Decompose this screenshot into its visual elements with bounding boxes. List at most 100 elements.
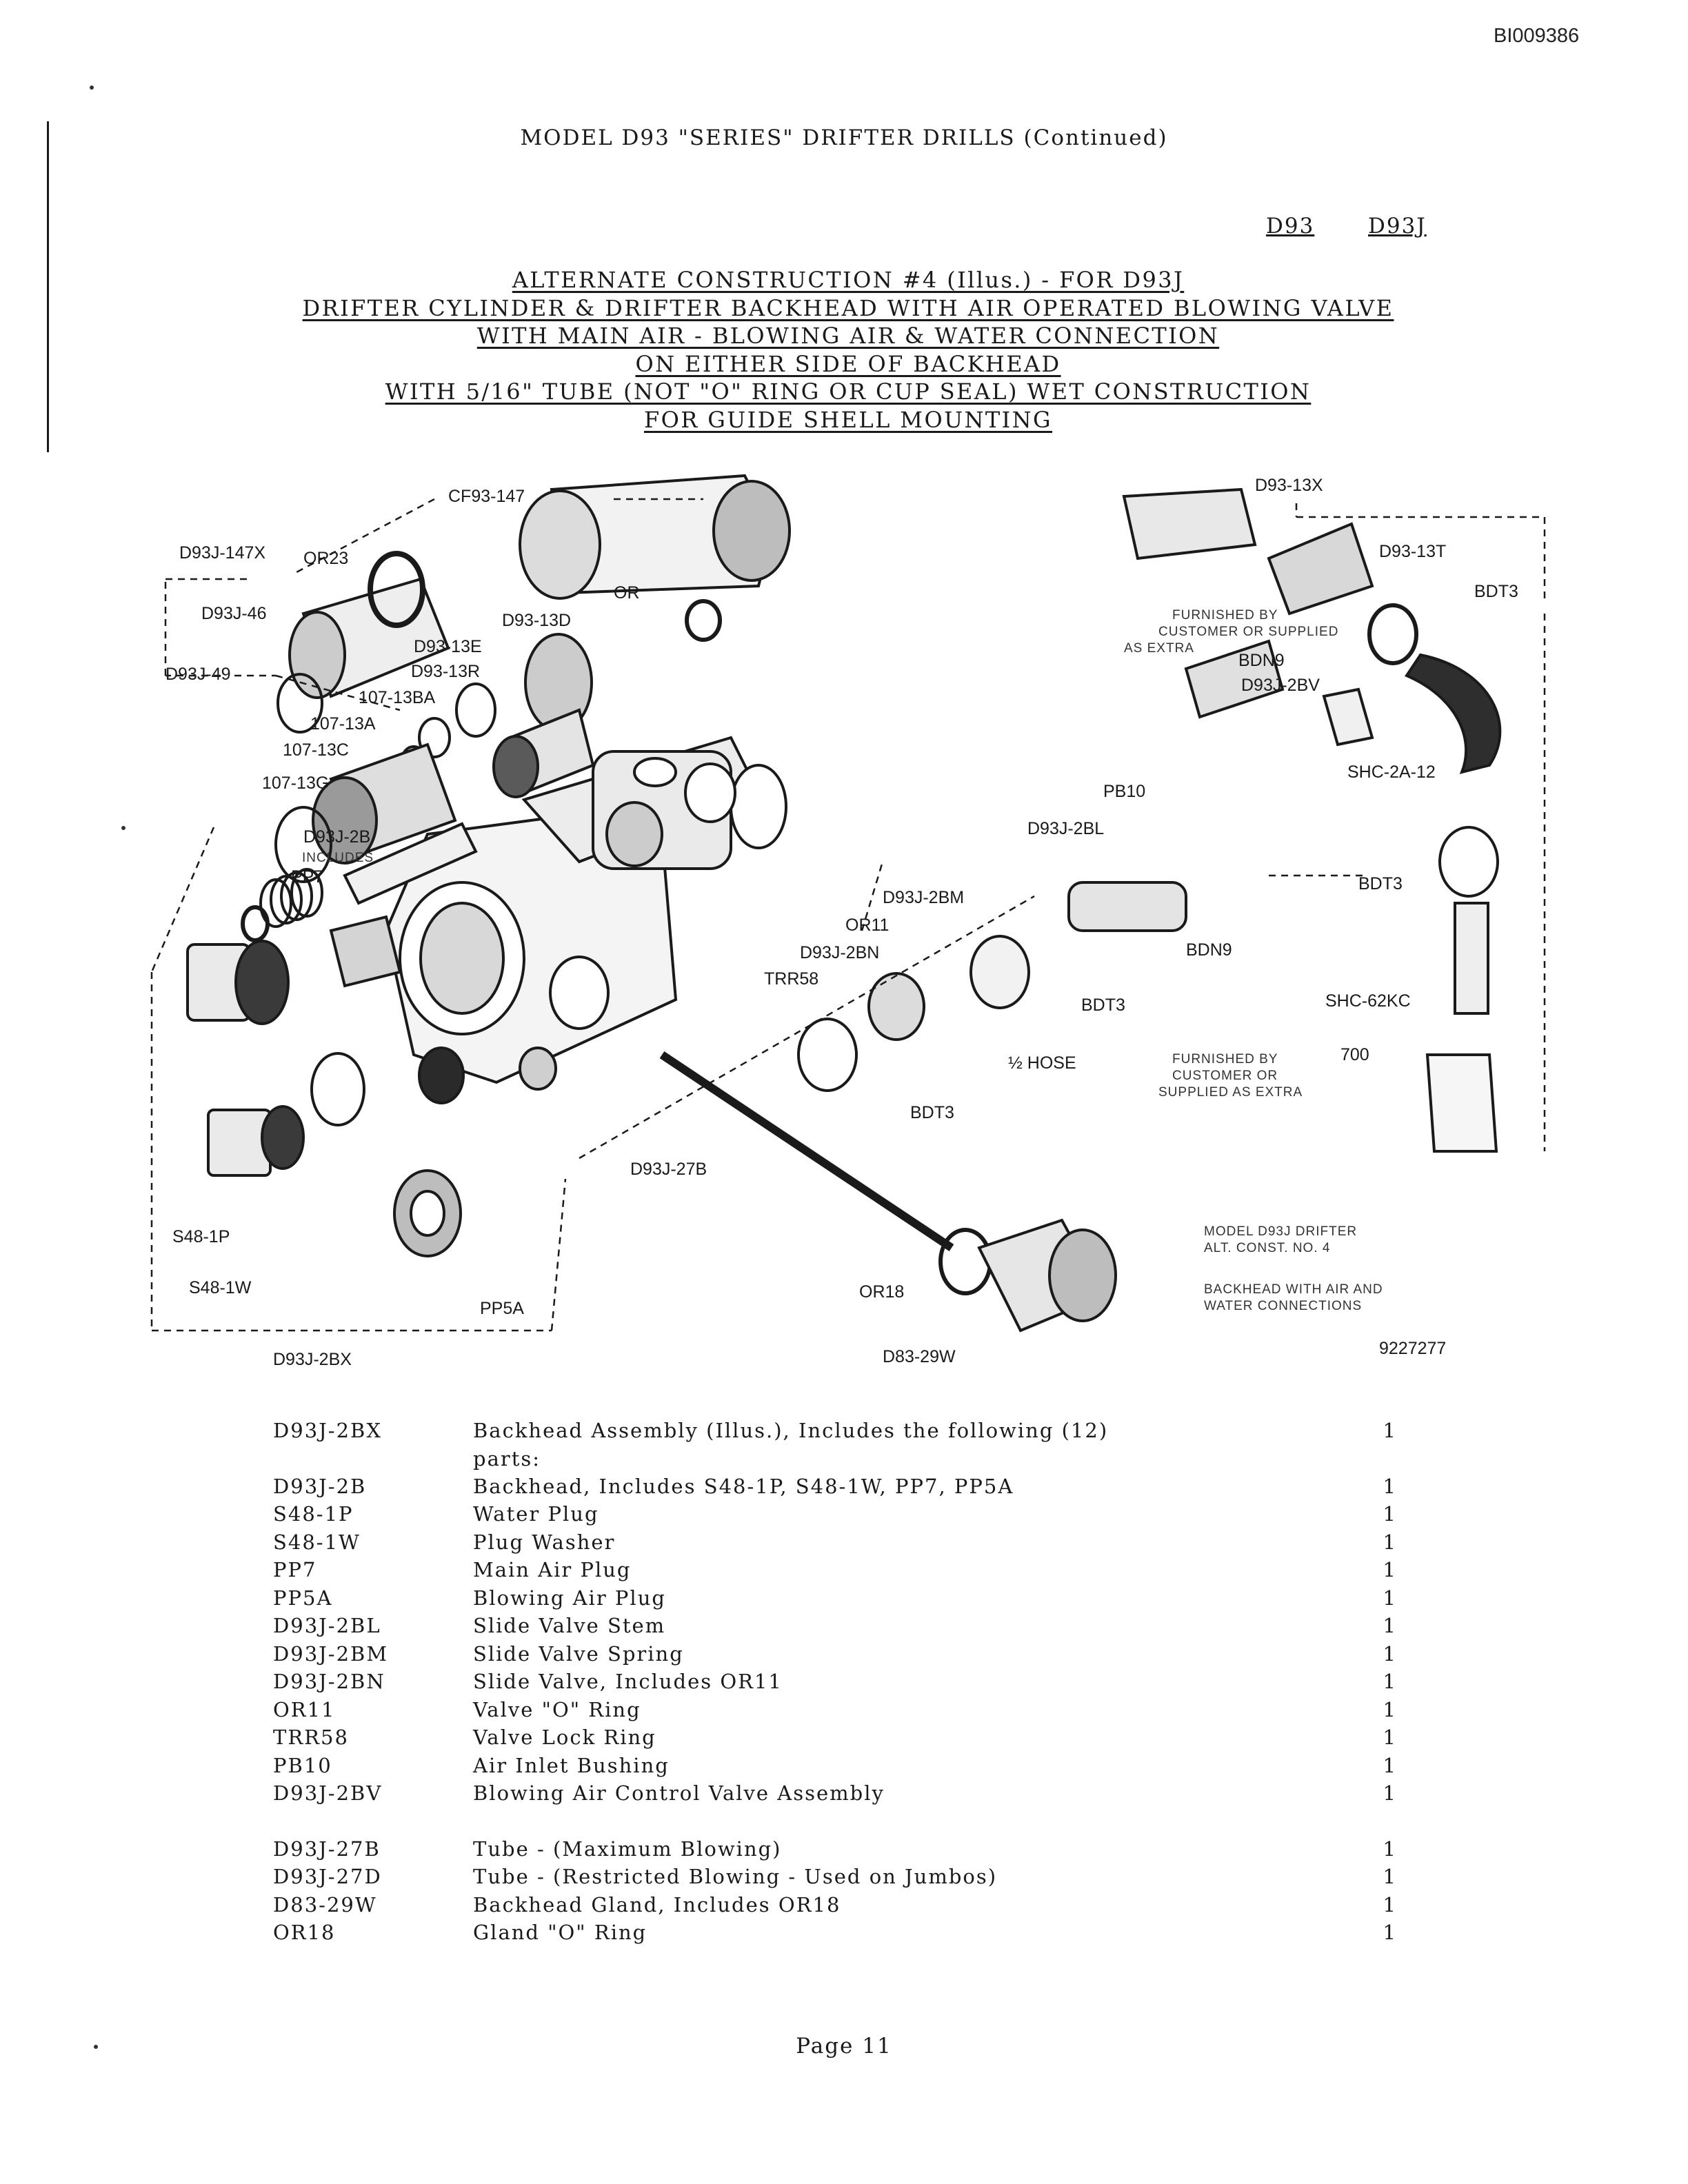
table-row: D93J-2BX Backhead Assembly (Illus.), Inc…: [273, 1419, 1418, 1447]
diagram-labels: CF93-147 D93J-147X OR23 D93J-46 D93J-49 …: [165, 476, 1518, 1369]
label-or18: OR18: [859, 1282, 904, 1302]
part-quantity: 1: [1383, 1614, 1397, 1637]
part-number: PB10: [273, 1753, 332, 1777]
model-column-d93: D93: [1266, 214, 1315, 239]
label-d93j-2bv: D93J-2BV: [1241, 676, 1320, 695]
shc-2a-12-hose: [1405, 653, 1502, 774]
part-description: Water Plug: [473, 1502, 599, 1526]
table-row: PP5A Blowing Air Plug 1: [273, 1586, 1418, 1615]
part-number: D83-29W: [273, 1892, 377, 1917]
part-number: D93J-2BM: [273, 1641, 389, 1666]
part-number: D93J-2BV: [273, 1781, 383, 1805]
d93j-49-washer: [277, 673, 323, 734]
parts-list-table: D93J-2BX Backhead Assembly (Illus.), Inc…: [273, 1419, 1418, 1949]
label-d93-13d: D93-13D: [502, 611, 571, 630]
part-quantity: 1: [1383, 1726, 1397, 1749]
caption-line-2: ALT. CONST. NO. 4: [1204, 1241, 1330, 1255]
part-description: Slide Valve, Includes OR11: [473, 1670, 783, 1693]
part-number: D93J-2BN: [273, 1670, 385, 1693]
part-description: Plug Washer: [473, 1530, 616, 1554]
label-bdt3-bot: BDT3: [910, 1103, 954, 1122]
d93j-2bv-yoke: [1322, 687, 1374, 747]
table-row: D93J-27B Tube - (Maximum Blowing) 1: [273, 1837, 1418, 1866]
d93-13r-part: [418, 717, 451, 758]
part-quantity: 1: [1383, 1586, 1397, 1610]
scan-speck: [94, 2045, 98, 2049]
label-d93-13r: D93-13R: [411, 662, 480, 681]
part-number: TRR58: [273, 1726, 349, 1749]
exploded-parts-diagram: CF93-147 D93J-147X OR23 D93J-46 D93J-49 …: [138, 448, 1572, 1393]
slide-valve-stem-d93j-2bl: [343, 822, 478, 905]
label-d83-29w: D83-29W: [883, 1347, 956, 1366]
part-quantity: 1: [1383, 1419, 1397, 1442]
label-trr58: TRR58: [764, 969, 818, 989]
d93-13t-nipple: [1267, 522, 1374, 616]
part-description: Main Air Plug: [473, 1558, 632, 1581]
backhead-water-port: [418, 1046, 465, 1104]
part-description: Tube - (Restricted Blowing - Used on Jum…: [473, 1865, 998, 1888]
part-quantity: 1: [1383, 1921, 1397, 1944]
table-row: S48-1W Plug Washer 1: [273, 1530, 1418, 1559]
part-description: Blowing Air Plug: [473, 1586, 666, 1610]
part-description: Tube - (Maximum Blowing): [473, 1837, 782, 1861]
title-line: WITH 5/16" TUBE (NOT "O" RING OR CUP SEA…: [385, 378, 1312, 405]
or23-ring: [368, 551, 425, 628]
table-row: D93J-2BM Slide Valve Spring 1: [273, 1642, 1418, 1670]
document-id: BI009386: [1494, 25, 1580, 47]
bdt3-right-ring: [1438, 826, 1499, 898]
table-row: PB10 Air Inlet Bushing 1: [273, 1754, 1418, 1782]
title-line: ON EITHER SIDE OF BACKHEAD: [635, 350, 1061, 377]
label-shc-2a-12: SHC-2A-12: [1347, 762, 1436, 782]
label-or11: OR11: [845, 916, 889, 935]
label-d93-13e: D93-13E: [414, 637, 482, 656]
hose-segment: [867, 972, 925, 1041]
bdt3-top-ring: [1367, 603, 1418, 665]
d93-13x-fitting: [1122, 487, 1257, 560]
backhead-main-bore-inner: [419, 902, 505, 1015]
part-quantity: 1: [1383, 1474, 1397, 1498]
part-number: D93J-2BX: [273, 1419, 382, 1442]
part-number: OR18: [273, 1921, 336, 1944]
label-d93j-27b: D93J-27B: [630, 1160, 707, 1179]
part-number: PP5A: [273, 1586, 333, 1610]
part-quantity: 1: [1383, 1837, 1397, 1861]
label-d93j-46: D93J-46: [201, 604, 267, 623]
part-quantity: 1: [1383, 1865, 1397, 1888]
collar-ring: [730, 764, 787, 849]
pp7-threads: [234, 940, 290, 1025]
label-or: OR: [614, 583, 640, 603]
table-row: D93J-2B Backhead, Includes S48-1P, S48-1…: [273, 1475, 1418, 1503]
label-d93j-2bl: D93J-2BL: [1027, 819, 1104, 838]
table-row: OR18 Gland "O" Ring 1: [273, 1921, 1418, 1949]
part-description: Slide Valve Stem: [473, 1614, 666, 1637]
label-or23: OR23: [303, 549, 348, 568]
part-quantity: 1: [1383, 1892, 1397, 1917]
part-description: Backhead, Includes S48-1P, S48-1W, PP7, …: [473, 1474, 1014, 1498]
shc-62kc-nipple: [1454, 902, 1489, 1015]
part-description: Valve "O" Ring: [473, 1697, 641, 1721]
label-pb10: PB10: [1103, 782, 1145, 801]
title-line: WITH MAIN AIR - BLOWING AIR & WATER CONN…: [476, 323, 1220, 349]
part-description: Valve Lock Ring: [473, 1726, 656, 1749]
part-description: Blowing Air Control Valve Assembly: [473, 1781, 885, 1805]
table-row: D93J-2BN Slide Valve, Includes OR11 1: [273, 1670, 1418, 1698]
part-number: D93J-2B: [273, 1474, 367, 1498]
label-d93-13x: D93-13X: [1255, 476, 1323, 495]
label-d93j-147x: D93J-147X: [179, 543, 265, 563]
label-bdt3-low: BDT3: [1081, 995, 1125, 1015]
label-includes: INCLUDES: [302, 851, 374, 865]
table-row: OR11 Valve "O" Ring 1: [273, 1698, 1418, 1726]
bdt3-mid-ring: [969, 935, 1030, 1009]
label-d93j-2b: D93J-2B: [303, 827, 370, 847]
backhead-exploded-view: CF93-147 D93J-147X OR23 D93J-46 D93J-49 …: [150, 474, 1546, 1369]
part-quantity: 1: [1383, 1558, 1397, 1581]
drawing-number: 9227277: [1379, 1339, 1446, 1358]
title-line: ALTERNATE CONSTRUCTION #4 (Illus.) - FOR…: [512, 267, 1185, 293]
label-bdt3-top: BDT3: [1474, 582, 1518, 601]
slide-valve-spring-d93j-2bm: [259, 868, 323, 928]
part-description: Slide Valve Spring: [473, 1641, 684, 1666]
table-row: D93J-2BL Slide Valve Stem 1: [273, 1614, 1418, 1642]
margin-rule: [47, 121, 49, 452]
model-column-d93j: D93J: [1368, 214, 1427, 239]
part-quantity: 1: [1383, 1697, 1397, 1721]
